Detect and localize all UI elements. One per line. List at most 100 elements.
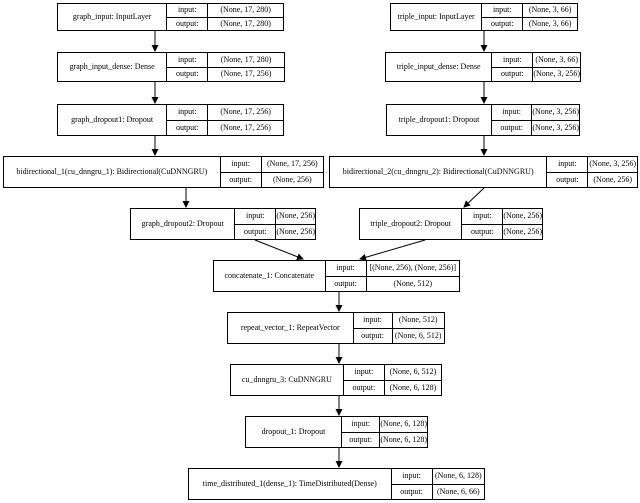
input-shape-value: (None, 256) <box>276 211 315 221</box>
output-key: output: <box>482 17 524 30</box>
layer-label: dropout_1: Dropout <box>246 417 342 447</box>
layer-label: bidirectional_2(cu_dnngru_2): Bidirectio… <box>330 157 548 187</box>
layer-label: concatenate_1: Concatenate <box>214 261 326 291</box>
output-shape-value: (None, 256) <box>276 226 315 236</box>
input-shape-value: (None, 3, 256) <box>532 107 579 117</box>
output-shape-value: (None, 512) <box>393 278 433 288</box>
layer-node-time-distributed-1: time_distributed_1(dense_1): TimeDistrib… <box>188 468 485 500</box>
output-shape-row: output: (None, 17, 280) <box>167 16 283 30</box>
output-shape-row: output:(None, 3, 256) <box>492 66 580 81</box>
layer-label: bidirectional_1(cu_dnngru_1): Bidirectio… <box>4 157 221 187</box>
output-shape-row: output:(None, 256) <box>462 223 542 239</box>
input-shape-row: input:(None, 17, 256) <box>167 105 283 120</box>
output-shape-row: output:(None, 17, 256) <box>167 66 284 81</box>
edge-bidirectional-2-to-triple-dropout2 <box>463 187 485 208</box>
output-key: output: <box>167 67 209 81</box>
output-shape-value: (None, 6, 66) <box>436 486 480 496</box>
output-shape-value: (None, 6, 128) <box>380 434 427 444</box>
input-shape-row: input:(None, 256) <box>462 209 542 224</box>
input-key: input: <box>235 209 277 224</box>
input-shape-row: input:(None, 6, 128) <box>392 469 484 484</box>
output-shape-value: (None, 6, 128) <box>389 382 437 392</box>
output-key: output: <box>492 120 533 135</box>
input-key: input: <box>167 105 209 120</box>
input-shape-value: (None, 6, 512) <box>389 367 437 377</box>
input-key: input: <box>167 53 209 67</box>
output-key: output: <box>326 276 367 291</box>
input-shape-value: (None, 512) <box>398 315 438 325</box>
input-shape-value: (None, 17, 280) <box>220 5 271 15</box>
input-shape-row: input:[(None, 256), (None, 256)] <box>326 261 459 276</box>
input-key: input: <box>482 4 524 17</box>
layer-label: graph_dropout1: Dropout <box>58 105 168 135</box>
input-shape-row: input: (None, 17, 280) <box>167 4 283 17</box>
layer-label: triple_dropout2: Dropout <box>360 209 463 239</box>
input-key: input: <box>344 365 385 380</box>
output-shape-row: output:(None, 3, 256) <box>492 119 579 135</box>
input-shape-row: input:(None, 17, 256) <box>221 157 323 172</box>
input-shape-value: (None, 256) <box>503 211 542 221</box>
output-key: output: <box>392 484 433 499</box>
edge-graph-dropout2-to-concatenate-1 <box>254 239 304 261</box>
edge-triple-dropout2-to-concatenate-1 <box>359 239 426 261</box>
input-shape-row: input: (None, 512) <box>354 313 445 328</box>
output-shape-row: output:(None, 6, 128) <box>342 431 427 447</box>
input-shape-value: (None, 6, 128) <box>380 419 427 429</box>
layer-label: repeat_vector_1: RepeatVector <box>228 313 354 343</box>
output-shape-row: output: (None, 256) <box>547 171 637 187</box>
output-shape-row: output:(None, 256) <box>220 171 323 187</box>
output-shape-value: (None, 6, 512) <box>394 330 442 340</box>
input-shape-value: (None, 3, 66) <box>528 5 572 15</box>
output-key: output: <box>167 17 209 30</box>
layer-label: triple_input: InputLayer <box>391 4 483 30</box>
output-key: output: <box>344 380 385 395</box>
output-key: output: <box>221 172 262 187</box>
output-shape-row: output:(None, 6, 66) <box>391 483 484 499</box>
input-shape-value: (None, 17, 256) <box>266 159 318 169</box>
input-key: input: <box>492 105 533 120</box>
output-shape-row: output: (None, 3, 66) <box>482 16 577 30</box>
input-shape-value: (None, 17, 280) <box>220 54 272 64</box>
layer-label: triple_input_dense: Dense <box>386 53 493 81</box>
output-shape-row: output: (None, 512) <box>325 275 459 291</box>
input-key: input: <box>167 4 209 17</box>
output-shape-value: (None, 17, 256) <box>220 122 271 132</box>
input-shape-row: input:(None, 3, 256) <box>492 105 579 120</box>
input-shape-row: input: (None, 3, 66) <box>482 4 577 17</box>
output-shape-value: (None, 3, 256) <box>532 122 579 132</box>
output-shape-value: (None, 17, 280) <box>220 18 271 28</box>
input-shape-value: [(None, 256), (None, 256)] <box>369 263 457 273</box>
input-shape-row: input: (None, 6, 512) <box>344 365 441 380</box>
output-shape-value: (None, 256) <box>503 226 542 236</box>
input-shape-row: input:(None, 3, 256) <box>547 157 637 172</box>
input-shape-row: input:(None, 256) <box>235 209 315 224</box>
output-shape-row: output:(None, 17, 256) <box>167 119 283 135</box>
input-shape-row: input: (None, 17, 280) <box>167 53 284 67</box>
output-key: output: <box>354 328 393 343</box>
output-shape-row: output: (None, 6, 128) <box>343 379 441 395</box>
input-key: input: <box>492 53 534 67</box>
layer-label: graph_dropout2: Dropout <box>131 209 236 239</box>
layer-node-bidirectional-1: bidirectional_1(cu_dnngru_1): Bidirectio… <box>3 156 324 188</box>
output-shape-value: (None, 256) <box>593 174 633 184</box>
input-key: input: <box>547 157 589 172</box>
output-shape-value: (None, 3, 66) <box>528 18 572 28</box>
output-key: output: <box>492 67 534 81</box>
input-shape-value: (None, 3, 66) <box>535 54 578 64</box>
output-key: output: <box>547 172 589 187</box>
input-key: input: <box>342 417 381 432</box>
input-key: input: <box>354 313 393 328</box>
output-shape-row: output:(None, 6, 512) <box>353 327 444 343</box>
